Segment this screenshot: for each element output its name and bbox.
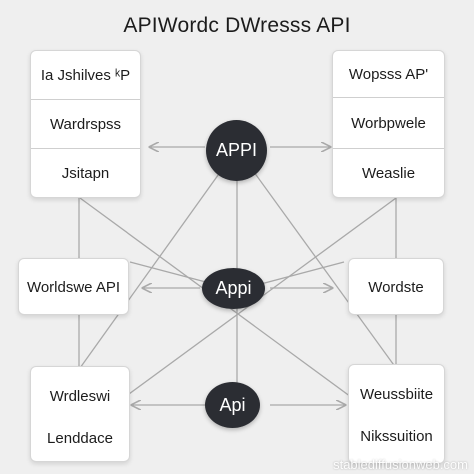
divider [31,99,140,100]
diagonal-line [237,149,397,369]
top-left-card: Ia Jshilves ᵏP Wardrspss Jsitapn [30,50,141,198]
middle-right-card: Wordste [348,258,444,315]
diagonal-line [79,197,397,431]
card-item: Lenddace [47,429,113,447]
card-item: Jsitapn [61,164,110,182]
divider [333,148,444,149]
card-item: Worldswe API [26,279,121,296]
top-right-card: Wopsss AP' Worbpwele Weaslie [332,50,445,198]
middle-node: Appi [202,268,265,309]
card-item: Weussbiite [359,385,434,403]
card-item: Nikssuition [360,427,433,445]
watermark-text: stablediffusionweb.com [333,457,468,472]
diagram-title: APIWordc DWresss API [123,14,351,37]
bottom-left-card: Wrdleswi Lenddace [30,366,130,462]
card-item: Ia Jshilves ᵏP [40,66,131,84]
card-item: Worbpwele [351,114,426,132]
diagonal-line [79,149,237,369]
middle-left-card: Worldswe API [18,258,129,315]
bottom-node: Api [205,382,260,428]
bottom-right-card: Weussbiite Nikssuition [348,364,445,464]
divider [333,97,444,98]
card-item: Weaslie [361,164,416,182]
top-node: APPI [206,120,267,181]
card-item: Wopsss AP' [348,65,429,83]
card-item: Wordste [368,279,424,296]
card-item: Wrdleswi [49,387,111,405]
divider [31,148,140,149]
card-item: Wardrspss [49,115,122,133]
